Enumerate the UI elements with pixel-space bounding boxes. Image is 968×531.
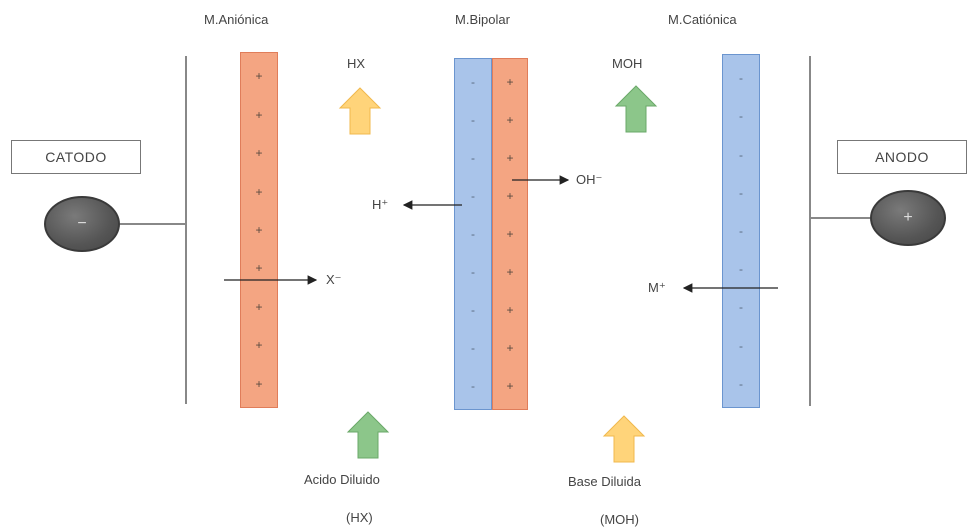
membrane-charge: - — [739, 147, 743, 162]
base-input-label: Base Diluida — [568, 474, 641, 489]
cationic-membrane-label: M.Catiónica — [668, 12, 737, 27]
acid-input-formula: (HX) — [346, 510, 373, 525]
membrane-charge: + — [506, 75, 514, 89]
membrane-charge: - — [471, 227, 475, 241]
membrane-charge: + — [255, 222, 263, 237]
membrane-charge: + — [506, 341, 514, 355]
base-out-arrow-icon — [614, 85, 658, 133]
membrane-charge: + — [506, 113, 514, 127]
acid-in-arrow-icon — [346, 411, 390, 459]
membrane-charge: + — [255, 261, 263, 276]
membrane-charge: - — [739, 185, 743, 200]
membrane-charge: + — [506, 303, 514, 317]
membrane-charge: + — [255, 376, 263, 391]
base-in-arrow-icon — [602, 415, 646, 463]
membrane-charge: + — [506, 151, 514, 165]
membrane-charge: - — [471, 75, 475, 89]
membrane-charge: + — [255, 69, 263, 84]
ion-m-label: M⁺ — [648, 280, 666, 295]
ion-oh-label: OH⁻ — [576, 172, 603, 187]
membrane-charge: + — [255, 299, 263, 314]
membrane-charge: - — [739, 376, 743, 391]
membrane-charge: - — [739, 223, 743, 238]
product-base-label: MOH — [612, 56, 643, 71]
ion-x-label: X⁻ — [326, 272, 342, 287]
ion-h-label: H⁺ — [372, 197, 389, 212]
membrane-charge: - — [739, 262, 743, 277]
membrane-charge: + — [255, 338, 263, 353]
bipolar-membrane-cation-side: + + + + + + + + + — [492, 58, 528, 410]
anode-label: ANODO — [837, 140, 967, 174]
membrane-charge: - — [471, 151, 475, 165]
membrane-charge: + — [506, 227, 514, 241]
membrane-charge: - — [471, 341, 475, 355]
anionic-membrane: + + + + + + + + + — [240, 52, 278, 408]
cathode-label: CATODO — [11, 140, 141, 174]
cathode-electrode: − — [44, 196, 120, 252]
membrane-charge: + — [255, 184, 263, 199]
membrane-charge: + — [506, 189, 514, 203]
base-input-formula: (MOH) — [600, 512, 639, 527]
anode-electrode: + — [870, 190, 946, 246]
product-acid-label: HX — [347, 56, 366, 71]
membrane-charge: - — [471, 303, 475, 317]
bipolar-membrane-label: M.Bipolar — [455, 12, 510, 27]
membrane-charge: + — [255, 107, 263, 122]
membrane-charge: - — [739, 109, 743, 124]
membrane-charge: - — [471, 113, 475, 127]
membrane-charge: + — [506, 265, 514, 279]
membrane-charge: - — [739, 71, 743, 86]
membrane-charge: - — [471, 189, 475, 203]
anionic-membrane-label: M.Aniónica — [204, 12, 269, 27]
membrane-charge: - — [739, 300, 743, 315]
cationic-membrane: - - - - - - - - - — [722, 54, 760, 408]
acid-input-label: Acido Diluido — [304, 472, 380, 487]
membrane-charge: - — [739, 338, 743, 353]
acid-out-arrow-icon — [338, 87, 382, 135]
membrane-charge: + — [506, 379, 514, 393]
membrane-charge: - — [471, 379, 475, 393]
bipolar-membrane-anion-side: - - - - - - - - - — [454, 58, 492, 410]
membrane-charge: + — [255, 146, 263, 161]
membrane-charge: - — [471, 265, 475, 279]
